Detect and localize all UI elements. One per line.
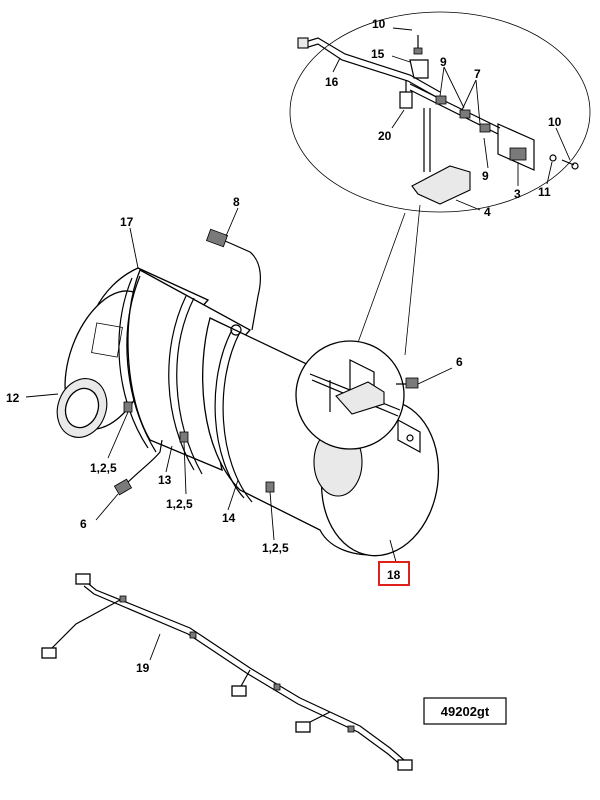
wiring-harness — [41, 573, 413, 771]
callout-14: 14 — [222, 511, 236, 525]
callout-9-top: 9 — [440, 55, 447, 69]
callout-4: 4 — [484, 205, 491, 219]
callout-6-left: 6 — [80, 517, 87, 531]
callout-3: 3 — [514, 187, 521, 201]
figure-reference: 49202gt — [423, 697, 507, 725]
figure-reference-text: 49202gt — [441, 704, 490, 719]
callout-9-bottom: 9 — [482, 169, 489, 183]
callout-1-2-5-bottom: 1,2,5 — [262, 541, 289, 555]
callout-18-highlight — [378, 561, 410, 586]
callout-1-2-5-left: 1,2,5 — [90, 461, 117, 475]
callout-11: 11 — [538, 185, 551, 199]
detail-inset — [289, 11, 591, 356]
exhaust-assembly — [56, 228, 440, 557]
callout-6-right: 6 — [456, 355, 463, 369]
callout-15: 15 — [371, 47, 385, 61]
callout-17: 17 — [120, 215, 134, 229]
callout-labels: 10 15 9 7 16 20 10 9 3 11 4 8 17 6 12 1,… — [6, 17, 562, 675]
callout-8: 8 — [233, 195, 240, 209]
callout-16: 16 — [325, 75, 339, 89]
callout-20: 20 — [378, 129, 392, 143]
callout-10-right: 10 — [548, 115, 562, 129]
callout-7: 7 — [474, 67, 481, 81]
leader-lines — [25, 27, 571, 661]
callout-19: 19 — [136, 661, 150, 675]
callout-18: 18 — [387, 568, 401, 582]
callout-1-2-5-mid: 1,2,5 — [166, 497, 193, 511]
callout-13: 13 — [158, 473, 172, 487]
callout-10-top: 10 — [372, 17, 386, 31]
callout-12: 12 — [6, 391, 20, 405]
